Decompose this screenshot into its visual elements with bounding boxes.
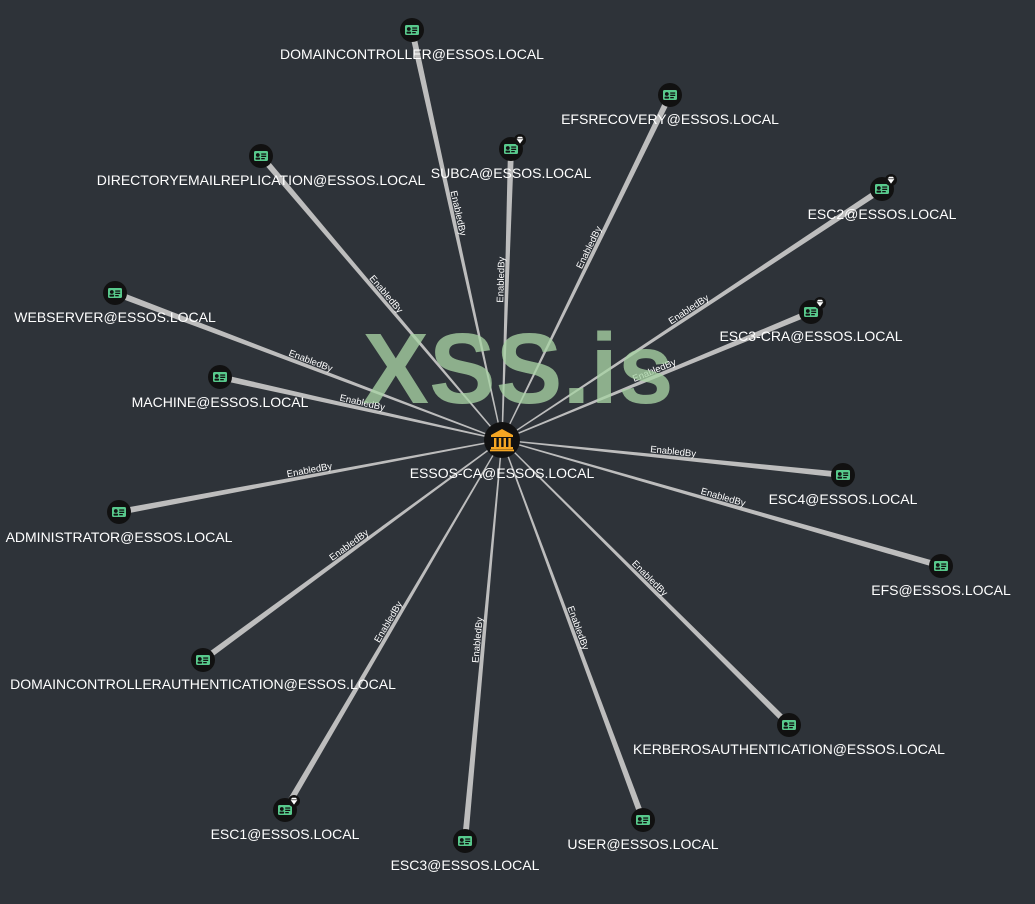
highvalue-gem-icon (514, 134, 526, 146)
node-esc3[interactable]: ESC3@ESSOS.LOCAL (391, 829, 540, 873)
node-label: ADMINISTRATOR@ESSOS.LOCAL (6, 529, 233, 545)
edge-label: EnabledBy (372, 599, 405, 644)
node-esc3-cra[interactable]: ESC3-CRA@ESSOS.LOCAL (719, 297, 903, 344)
cert-template-icon (804, 307, 818, 317)
edge-esc4[interactable]: EnabledBy (501, 439, 844, 478)
node-subca[interactable]: SUBCA@ESSOS.LOCAL (431, 134, 592, 181)
edge-line[interactable] (501, 148, 514, 440)
node-esc2[interactable]: ESC2@ESSOS.LOCAL (808, 174, 957, 222)
node-kerberosauthentication[interactable]: KERBEROSAUTHENTICATION@ESSOS.LOCAL (633, 713, 945, 757)
highvalue-gem-icon (885, 174, 897, 186)
edge-label: EnabledBy (327, 527, 371, 563)
edge-line[interactable] (501, 186, 884, 441)
node-label: ESC1@ESSOS.LOCAL (211, 826, 360, 842)
cert-template-icon (836, 470, 850, 480)
node-directoryemailreplication[interactable]: DIRECTORYEMAILREPLICATION@ESSOS.LOCAL (97, 144, 426, 188)
cert-template-icon (782, 720, 796, 730)
node-label: SUBCA@ESSOS.LOCAL (431, 165, 592, 181)
edge-line[interactable] (201, 439, 503, 663)
edge-line[interactable] (258, 154, 503, 441)
node-essos-ca[interactable]: ESSOS-CA@ESSOS.LOCAL (410, 422, 595, 481)
watermark-text: XSS.is (362, 313, 673, 425)
cert-template-icon (663, 90, 677, 100)
nodes-layer: DOMAINCONTROLLER@ESSOS.LOCAL EFSRECOVERY@… (6, 18, 1011, 873)
edge-subca[interactable]: EnabledBy (495, 148, 514, 440)
node-label: EFS@ESSOS.LOCAL (871, 582, 1011, 598)
cert-template-icon (875, 184, 889, 194)
edge-line[interactable] (409, 29, 503, 441)
node-label: ESC4@ESSOS.LOCAL (769, 491, 918, 507)
edge-line[interactable] (501, 439, 646, 821)
node-label: EFSRECOVERY@ESSOS.LOCAL (561, 111, 779, 127)
node-label: DOMAINCONTROLLERAUTHENTICATION@ESSOS.LOC… (10, 676, 396, 692)
node-user[interactable]: USER@ESSOS.LOCAL (567, 808, 719, 852)
edge-label: EnabledBy (367, 273, 405, 315)
node-domaincontroller[interactable]: DOMAINCONTROLLER@ESSOS.LOCAL (280, 18, 544, 62)
cert-template-icon (405, 25, 419, 35)
node-esc1[interactable]: ESC1@ESSOS.LOCAL (211, 795, 360, 842)
edge-line[interactable] (501, 439, 844, 478)
edge-user[interactable]: EnabledBy (501, 439, 646, 821)
cert-template-icon (934, 561, 948, 571)
edge-line[interactable] (282, 439, 503, 812)
edge-label: EnabledBy (629, 559, 670, 599)
certificate-authority-icon (490, 429, 514, 452)
edge-line[interactable] (501, 93, 673, 441)
node-label: DIRECTORYEMAILREPLICATION@ESSOS.LOCAL (97, 172, 426, 188)
edge-label: EnabledBy (495, 256, 507, 303)
edge-line[interactable] (501, 439, 792, 728)
cert-template-icon (458, 836, 472, 846)
node-label: USER@ESSOS.LOCAL (567, 836, 718, 852)
node-label: WEBSERVER@ESSOS.LOCAL (14, 309, 216, 325)
cert-template-icon (213, 372, 227, 382)
node-label: ESSOS-CA@ESSOS.LOCAL (410, 465, 595, 481)
edge-line[interactable] (113, 290, 503, 441)
node-administrator[interactable]: ADMINISTRATOR@ESSOS.LOCAL (6, 500, 233, 545)
edge-line[interactable] (118, 439, 503, 515)
edge-line[interactable] (501, 439, 942, 569)
edge-esc1[interactable]: EnabledBy (282, 439, 503, 812)
cert-template-icon (254, 151, 268, 161)
edge-esc3[interactable]: EnabledBy (462, 439, 503, 842)
cert-template-icon (278, 805, 292, 815)
edge-line[interactable] (462, 439, 503, 842)
node-label: DOMAINCONTROLLER@ESSOS.LOCAL (280, 46, 544, 62)
cert-template-icon (196, 655, 210, 665)
node-domaincontrollerauthentication[interactable]: DOMAINCONTROLLERAUTHENTICATION@ESSOS.LOC… (10, 648, 396, 692)
node-efsrecovery[interactable]: EFSRECOVERY@ESSOS.LOCAL (561, 83, 779, 127)
node-label: KERBEROSAUTHENTICATION@ESSOS.LOCAL (633, 741, 945, 757)
node-label: MACHINE@ESSOS.LOCAL (132, 394, 309, 410)
edge-label: EnabledBy (699, 486, 746, 509)
cert-template-icon (108, 288, 122, 298)
edge-line[interactable] (501, 309, 813, 441)
cert-template-icon (504, 144, 518, 154)
cert-template-icon (112, 507, 126, 517)
node-circle[interactable] (484, 422, 520, 458)
highvalue-gem-icon (288, 795, 300, 807)
edge-line[interactable] (219, 374, 503, 441)
node-efs[interactable]: EFS@ESSOS.LOCAL (871, 554, 1011, 598)
edge-label: EnabledBy (470, 616, 485, 663)
node-webserver[interactable]: WEBSERVER@ESSOS.LOCAL (14, 281, 216, 325)
node-esc4[interactable]: ESC4@ESSOS.LOCAL (769, 463, 918, 507)
edge-label: EnabledBy (650, 444, 697, 460)
node-label: ESC3@ESSOS.LOCAL (391, 857, 540, 873)
node-label: ESC2@ESSOS.LOCAL (808, 206, 957, 222)
highvalue-gem-icon (814, 297, 826, 309)
node-machine[interactable]: MACHINE@ESSOS.LOCAL (132, 365, 309, 410)
cert-template-icon (636, 815, 650, 825)
node-label: ESC3-CRA@ESSOS.LOCAL (719, 328, 902, 344)
